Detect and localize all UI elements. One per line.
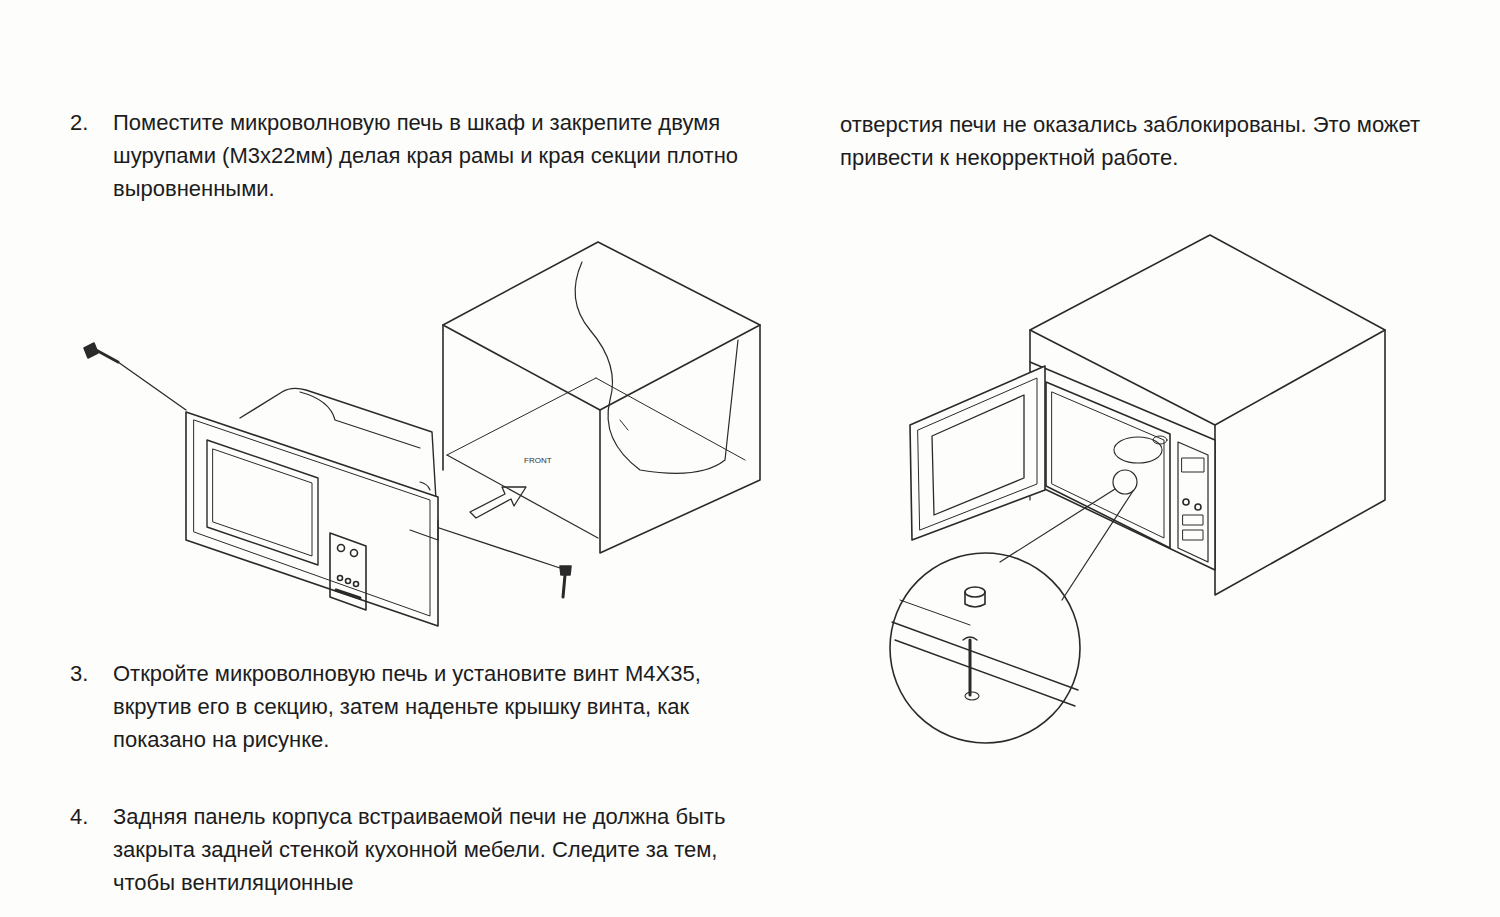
step-number: 2. <box>70 106 110 139</box>
instruction-text: отверстия печи не оказались заблокирован… <box>840 108 1470 174</box>
microwave-frame <box>186 388 438 626</box>
screw-left <box>84 343 186 410</box>
open-door <box>910 366 1045 540</box>
step-number: 3. <box>70 657 110 690</box>
instruction-text: Поместите микроволновую печь в шкаф и за… <box>113 106 743 205</box>
cabinet <box>443 242 760 553</box>
front-marking: FRONT <box>524 456 564 466</box>
instruction-text: Откройте микроволновую печь и установите… <box>113 657 703 756</box>
step-number: 4. <box>70 800 110 833</box>
instruction-text: Задняя панель корпуса встраиваемой печи … <box>113 800 728 899</box>
detail-callout <box>890 470 1137 743</box>
cabinet-installed <box>1030 235 1385 595</box>
insert-arrow <box>470 487 526 518</box>
